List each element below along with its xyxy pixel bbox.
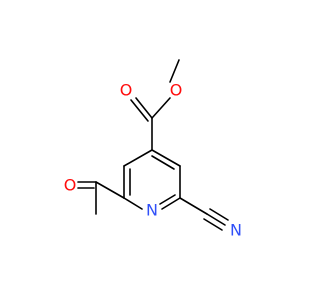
- molecule-diagram: O O N N O: [64, 59, 242, 240]
- atom-ester-o: O: [170, 81, 183, 100]
- bond-ring-c4-c3: [123, 149, 153, 167]
- bond-ester-o-carbonyl-c: [151, 97, 171, 119]
- bond-methyl-ester-o: [169, 59, 180, 83]
- bond-ring-c5-c4: [151, 149, 181, 167]
- atom-acetyl-o: O: [64, 176, 77, 195]
- atom-nitrile-n: N: [230, 221, 242, 240]
- bond-ring-c2-n: [123, 197, 143, 210]
- bond-nitrile-triple-2: [209, 208, 229, 221]
- bond-carbonyl-double-2: [130, 99, 149, 122]
- bond-ring-n-c6-inner: [159, 194, 176, 205]
- bond-ring-acetyl-c: [95, 181, 125, 199]
- bond-nitrile-triple-3: [203, 218, 223, 231]
- bond-nitrile-triple-1: [206, 213, 226, 226]
- bond-lines: [77, 59, 229, 231]
- atom-carbonyl-o: O: [120, 81, 133, 100]
- bond-ring-nitrile-c: [179, 197, 208, 215]
- bond-ring-c5-c4-inner: [151, 155, 175, 170]
- bond-carbonyl-double-1: [135, 97, 153, 119]
- atom-ring-n: N: [146, 201, 158, 220]
- bond-ring-n-c6: [161, 197, 181, 210]
